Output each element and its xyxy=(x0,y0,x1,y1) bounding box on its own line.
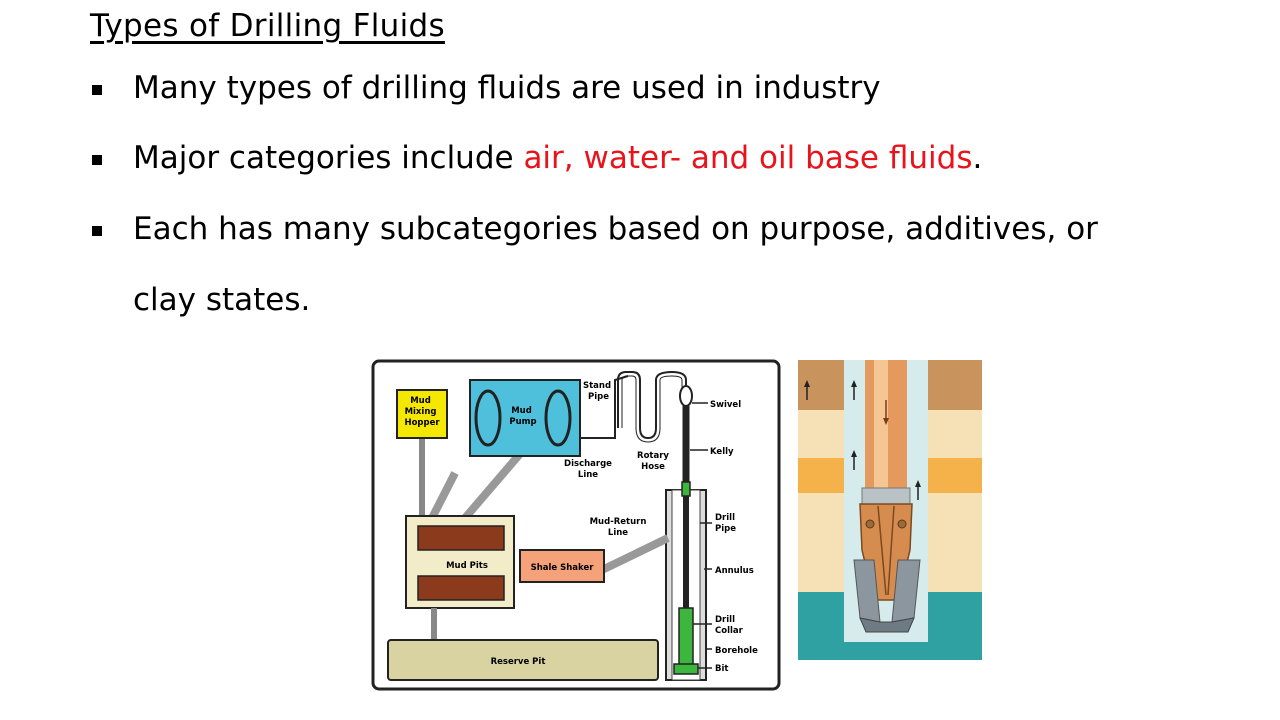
shale-shaker-label: Shale Shaker xyxy=(531,563,595,573)
bullet-2-suffix: . xyxy=(972,140,983,176)
reserve-pit-label: Reserve Pit xyxy=(491,657,546,667)
bullet-1-text: Many types of drilling fluids are used i… xyxy=(133,70,881,106)
bullet-marker xyxy=(92,85,102,95)
bullet-3-line-2: clay states. xyxy=(133,282,311,318)
drill-bit-illustration xyxy=(798,360,982,660)
suction-line xyxy=(428,471,459,520)
drill-bit xyxy=(673,663,699,675)
kelly-label: Kelly xyxy=(710,447,734,457)
mud-pits-label: Mud Pits xyxy=(446,561,488,571)
bit-label: Bit xyxy=(715,664,728,674)
bullet-marker xyxy=(92,155,102,165)
annulus-label: Annulus xyxy=(715,566,754,576)
mud-return-line xyxy=(600,534,670,574)
swivel-label: Swivel xyxy=(710,400,741,410)
drill-collar xyxy=(678,607,694,667)
mud-pump-label: Mud Pump xyxy=(509,406,536,427)
stand-pipe-and-hose xyxy=(617,370,687,440)
bullet-2-text: Major categories include air, water- and… xyxy=(133,140,982,176)
bullet-2-highlight: air, water- and oil base fluids xyxy=(523,140,973,176)
mud-mixing-hopper xyxy=(396,389,448,439)
shale-shaker xyxy=(519,549,605,583)
suction-line-2 xyxy=(461,445,529,521)
bullet-marker xyxy=(92,226,102,236)
reserve-pit xyxy=(387,639,659,681)
mixing-hopper-label: Mud Mixing Hopper xyxy=(404,396,440,428)
bullet-2-prefix: Major categories include xyxy=(133,140,524,176)
bullet-3-line-1: Each has many subcategories based on pur… xyxy=(133,211,1098,247)
discharge-line xyxy=(580,375,629,439)
borehole-label: Borehole xyxy=(715,646,758,656)
swivel xyxy=(679,385,693,407)
slide-title: Types of Drilling Fluids xyxy=(90,8,445,44)
